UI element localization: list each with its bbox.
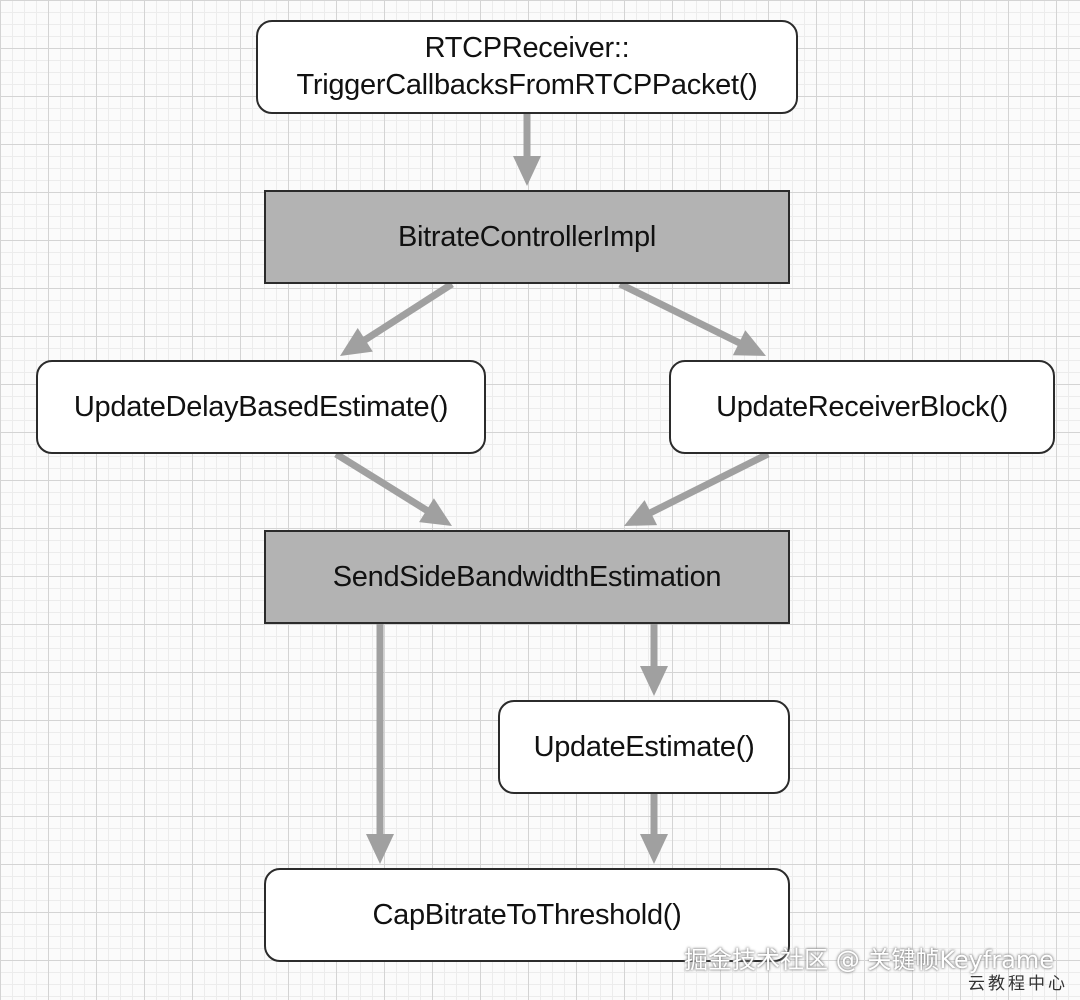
node-update-receiver-block: UpdateReceiverBlock()	[669, 360, 1055, 454]
arrow-head	[640, 666, 668, 696]
node-bitrate-controller-impl: BitrateControllerImpl	[264, 190, 790, 284]
node-cap-bitrate-to-threshold-label: CapBitrateToThreshold()	[372, 898, 682, 931]
node-send-side-bandwidth-estimation-label: SendSideBandwidthEstimation	[332, 560, 722, 593]
node-update-delay-based-estimate: UpdateDelayBasedEstimate()	[36, 360, 486, 454]
node-send-side-bandwidth-estimation: SendSideBandwidthEstimation	[264, 530, 790, 624]
arrow-head	[513, 156, 541, 186]
arrow-head	[419, 498, 452, 526]
arrow-receiver-block-to-send-side	[624, 450, 770, 526]
node-update-delay-based-estimate-label: UpdateDelayBasedEstimate()	[73, 390, 449, 423]
arrow-bitrate-controller-to-delay-estimate	[340, 281, 454, 356]
arrow-head	[732, 330, 766, 356]
arrow-head	[366, 834, 394, 864]
arrow-head	[640, 834, 668, 864]
node-rtcp-receiver-line2: TriggerCallbacksFromRTCPPacket()	[296, 69, 758, 101]
node-bitrate-controller-impl-label: BitrateControllerImpl	[397, 220, 656, 253]
site-badge: 云教程中心	[968, 974, 1068, 994]
node-update-receiver-block-label: UpdateReceiverBlock()	[716, 390, 1008, 423]
arrow-update-estimate-to-cap-bitrate	[640, 794, 668, 864]
arrow-send-side-to-cap-bitrate	[366, 624, 394, 864]
arrow-bitrate-controller-to-receiver-block	[618, 280, 766, 356]
arrow-shaft	[647, 450, 770, 517]
arrow-head	[340, 328, 373, 356]
arrow-send-side-to-update-estimate	[640, 624, 668, 696]
node-rtcp-receiver: RTCPReceiver:: TriggerCallbacksFromRTCPP…	[256, 20, 798, 114]
arrow-delay-estimate-to-send-side	[334, 451, 452, 526]
arrow-shaft	[361, 281, 454, 344]
arrow-shaft	[334, 451, 431, 515]
arrow-head	[624, 500, 658, 526]
arrow-rtcp-to-bitrate-controller	[513, 114, 541, 186]
node-cap-bitrate-to-threshold: CapBitrateToThreshold()	[264, 868, 790, 962]
node-update-estimate-label: UpdateEstimate()	[533, 730, 755, 763]
node-rtcp-receiver-line1: RTCPReceiver::	[424, 32, 630, 64]
watermark-text: 掘金技术社区 @ 关键帧Keyframe	[684, 946, 1054, 974]
arrow-shaft	[618, 280, 743, 347]
node-update-estimate: UpdateEstimate()	[498, 700, 790, 794]
